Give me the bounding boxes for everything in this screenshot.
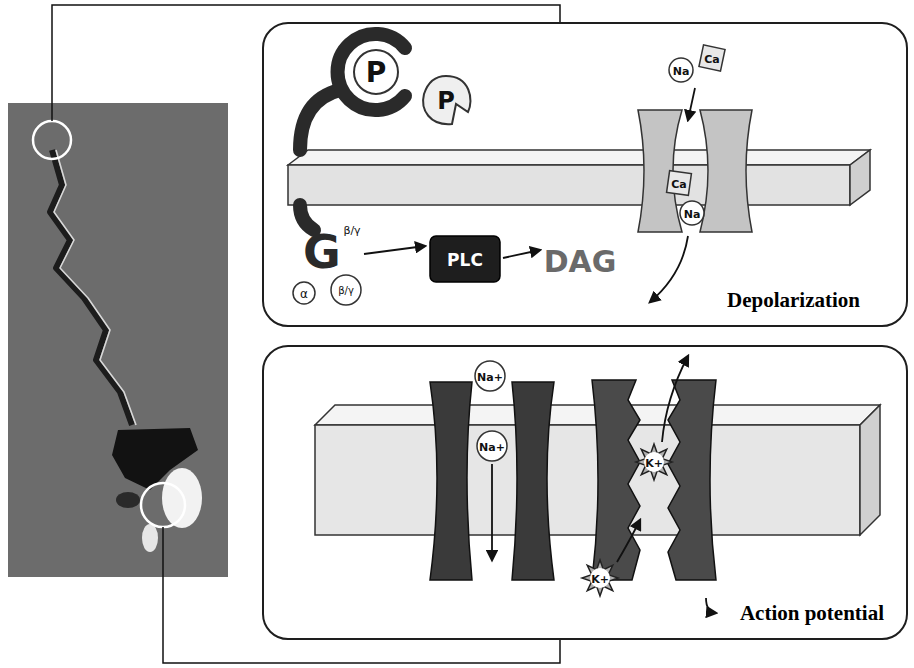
messenger-label: DAG [544,247,617,277]
potassium-ion [582,444,672,596]
ligand-part [423,76,470,124]
micrograph-part [50,150,132,425]
g-protein [293,275,361,305]
micrograph-part [116,492,140,508]
micrograph-part [54,150,136,425]
potassium-channel [592,380,716,580]
receptor [300,34,405,230]
potassium-ion-part [582,560,618,596]
leader-line-part [163,527,560,663]
ligand-letter: P [366,59,387,87]
receptor-part [338,34,405,110]
ion-label: Na [684,209,701,220]
ion-token-part [699,45,725,71]
subunit-label: β/γ [343,225,360,236]
ion-label: Na+ [477,372,503,383]
g-protein-part [331,275,361,305]
subunit-label: β/γ [338,286,354,296]
sodium-channel-part [430,382,472,580]
subunit-label: α [300,288,308,300]
ion-label: Na+ [479,442,505,453]
ligand [423,76,470,124]
plc-enzyme-part [430,236,500,282]
membrane-part [860,405,880,535]
ion-token-part [475,361,505,391]
ion-token-part [680,201,704,225]
pathway-arrow-part [364,246,425,254]
receptor-part [300,205,314,230]
ion-token [667,45,725,225]
ion-label: K+ [645,458,663,469]
micrograph-part [142,524,158,552]
flow-arrow-part [617,520,640,562]
ion-token-part [477,431,507,461]
membrane [288,150,870,205]
micrograph-part [33,121,71,159]
membrane-part [288,165,850,205]
receptor-part [354,50,398,94]
enzyme-label: PLC [447,252,483,269]
plc-enzyme [430,236,500,282]
ligand-letter: P [437,89,455,113]
panel-box: Action potential [262,345,908,640]
potassium-ion-part [644,452,664,472]
ion-token [475,361,507,461]
membrane-part [850,150,870,205]
cation-channel [638,110,752,232]
ion-label: Na [673,66,690,77]
micrograph-part [8,103,228,577]
sodium-channel-part [512,382,554,580]
g-protein-part [293,282,315,304]
pathway-arrow-part [650,236,688,302]
receptor-part [300,90,340,150]
pathway-arrow-part [503,250,540,258]
panel-box: Depolarization [262,22,908,327]
membrane-part [288,150,870,165]
panel-title: Action potential [740,601,884,626]
ion-token-part [669,58,693,82]
potassium-ion-part [590,568,610,588]
protein-letter: G [303,229,341,275]
membrane-part [315,425,860,535]
potassium-ion-part [636,444,672,480]
potassium-channel-part [592,380,640,580]
ion-label: Ca [704,54,720,65]
flow-arrow-part [491,464,493,560]
potassium-channel-part [668,380,716,580]
flow-arrow [492,356,716,613]
leader-line [52,5,560,663]
micrograph-part [141,483,185,527]
ion-token-part [667,171,692,196]
ion-label: Ca [671,179,687,190]
flow-arrow-part [706,598,716,613]
flow-arrow-part [662,356,688,442]
pathway-arrow-part [688,88,695,120]
micrograph [8,103,228,577]
ion-label: K+ [591,574,609,585]
micrograph-part [162,468,202,528]
sodium-channel [430,382,554,580]
panel-title: Depolarization [727,288,860,313]
cation-channel-part [700,110,752,232]
pathway-arrow [364,88,695,302]
